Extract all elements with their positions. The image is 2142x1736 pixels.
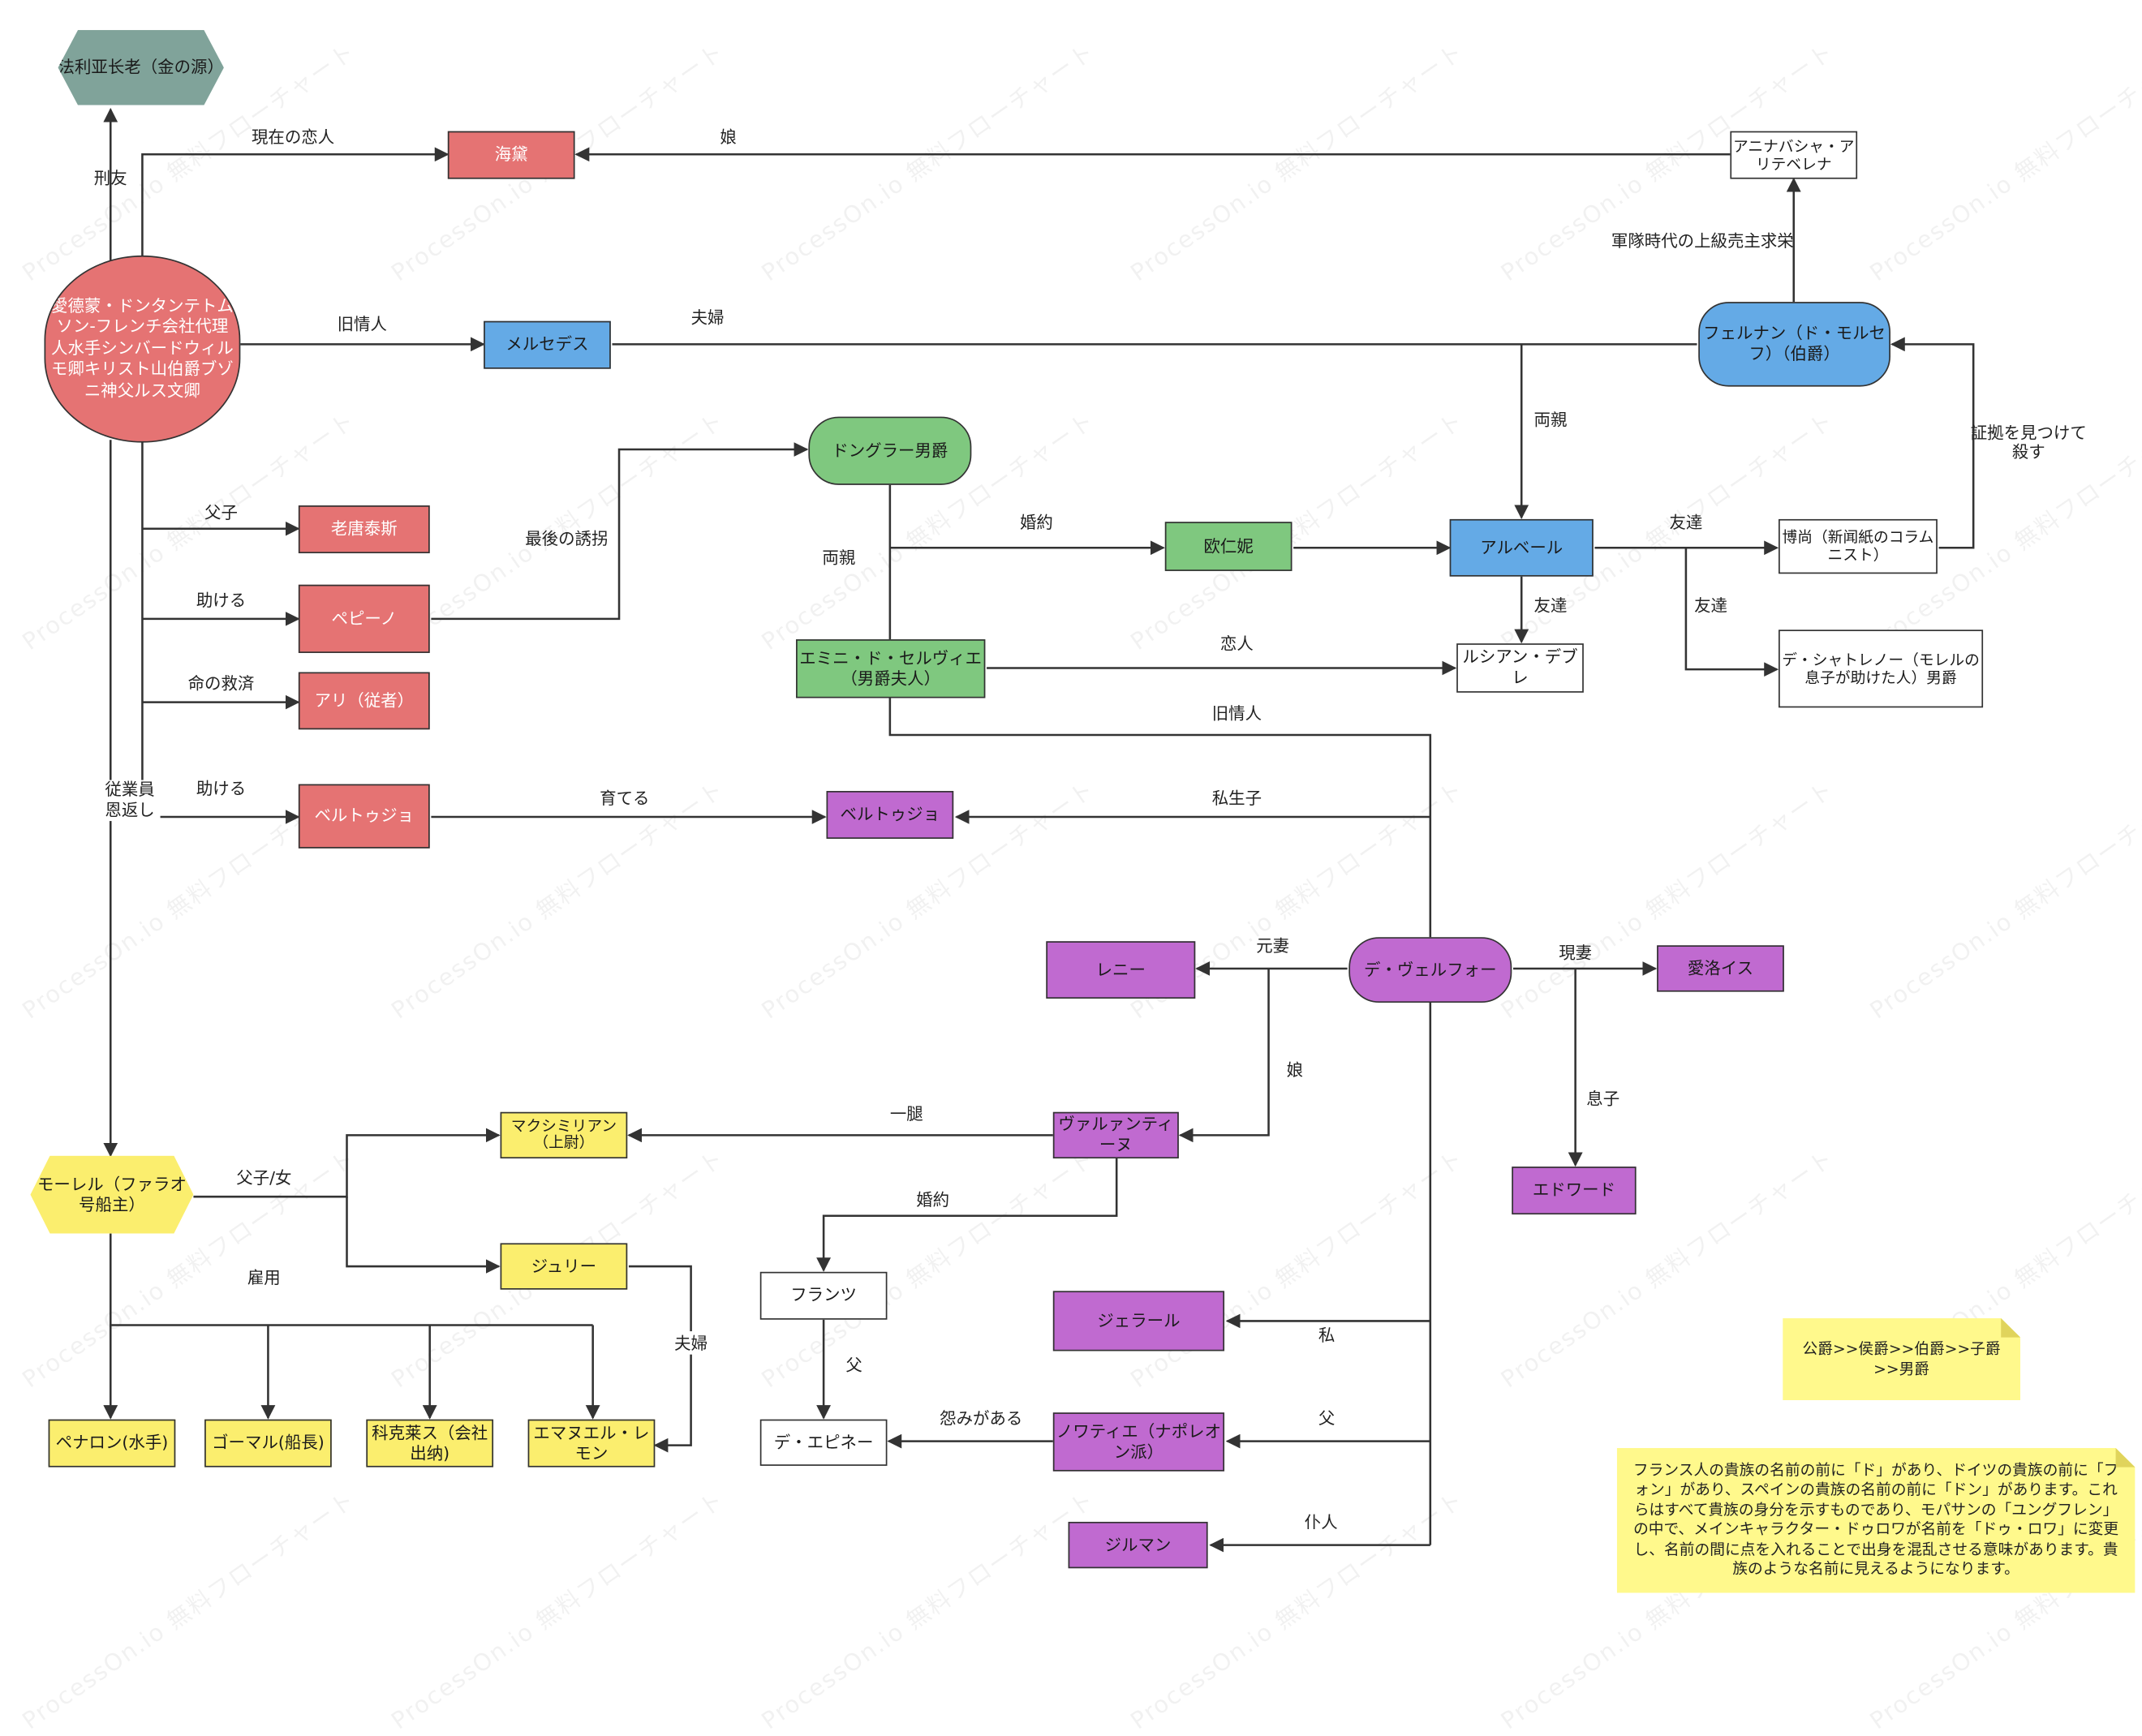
label-help-peppino: 助ける	[196, 591, 247, 610]
label-last-lure: 最後の誘拐	[525, 529, 609, 549]
node-ali[interactable]: アリ（従者）	[298, 672, 430, 730]
label-proof-kill: 証拠を見つけて殺す	[1970, 423, 2087, 462]
node-epinay[interactable]: デ・エピネー	[759, 1419, 888, 1466]
label-daughter-top: 娘	[720, 127, 737, 148]
label-current-wife: 現妻	[1559, 943, 1593, 963]
node-beauchamp[interactable]: 博尚（新闻紙のコラムニスト）	[1779, 518, 1938, 574]
label-illegitimate: 私生子	[1211, 789, 1262, 809]
label-devotion: 一腿	[889, 1104, 923, 1124]
node-mercedes[interactable]: メルセデス	[484, 320, 611, 369]
note-rank: 公爵>>侯爵>>伯爵>>子爵>>男爵	[1783, 1318, 2020, 1400]
label-help-bertuccio: 助ける	[196, 779, 247, 799]
node-edouard[interactable]: エドワード	[1512, 1167, 1637, 1215]
edge-morrel-employees	[109, 1233, 593, 1326]
node-danglars[interactable]: ドングラー男爵	[808, 416, 972, 485]
label-engaged-franz: 婚約	[916, 1190, 950, 1210]
connector-layer	[103, 107, 1975, 1553]
label-life-saving: 命の救済	[187, 674, 255, 694]
node-villefort[interactable]: デ・ヴェルフォー	[1348, 937, 1512, 1003]
label-daughter-valentine: 娘	[1286, 1060, 1304, 1081]
label-current-lover: 現在の恋人	[251, 127, 335, 148]
label-raise: 育てる	[600, 789, 650, 809]
node-gerard[interactable]: ジェラール	[1052, 1291, 1225, 1351]
label-engaged-eugenie: 婚約	[1019, 513, 1053, 532]
label-employee-return: 従業員恩返し	[99, 780, 161, 822]
label-couple-top: 夫婦	[690, 307, 725, 328]
node-cocles[interactable]: 科克莱ス（会社出纳)	[366, 1419, 494, 1467]
label-lover-lucien: 恋人	[1219, 634, 1254, 654]
node-anina[interactable]: アニナバシャ・アリテベレナ	[1730, 131, 1858, 179]
note-names-text: フランス人の貴族の名前の前に「ド」があり、ドイツの貴族の前に「フォン」があり、ス…	[1632, 1461, 2119, 1579]
note-rank-text: 公爵>>侯爵>>伯爵>>子爵>>男爵	[1802, 1340, 2001, 1379]
label-ex-wife: 元妻	[1256, 936, 1290, 956]
node-hermine[interactable]: エミニ・ド・セルヴィエ（男爵夫人）	[796, 639, 986, 698]
edge-dantes-haidee	[141, 147, 449, 267]
label-old-lover-mercedes: 旧情人	[337, 315, 387, 334]
node-renee[interactable]: レニー	[1046, 941, 1196, 999]
node-maximilien[interactable]: マクシミリアン（上尉）	[500, 1111, 628, 1159]
label-grudge: 怨みがある	[940, 1409, 1023, 1429]
node-albert[interactable]: アルベール	[1449, 518, 1594, 577]
node-julie[interactable]: ジュリー	[500, 1243, 628, 1290]
node-gaumard[interactable]: ゴーマル(船長)	[204, 1419, 332, 1467]
label-private: 私	[1318, 1326, 1336, 1345]
node-faria[interactable]: 法利亚长老（金の源）	[58, 30, 224, 105]
node-haidee[interactable]: 海黛	[447, 131, 575, 179]
label-son: 息子	[1586, 1089, 1620, 1109]
label-friend-chateau: 友達	[1694, 596, 1728, 616]
edge-morrel-maximilien	[193, 1128, 501, 1198]
node-heloise[interactable]: 愛洛イス	[1657, 945, 1784, 992]
node-bertuccio-purple[interactable]: ベルトゥジョ	[826, 791, 954, 839]
label-servant: 仆人	[1304, 1513, 1338, 1532]
edge-peppino-danglars	[431, 442, 809, 621]
node-chateau-renaud[interactable]: デ・シャトレノー（モレルの息子が助けた人）男爵	[1779, 630, 1984, 708]
label-father-daughter: 父子/女	[236, 1168, 292, 1188]
edge-beauchamp-fernand	[1890, 337, 1975, 549]
edge-julie-emmanuel	[628, 1265, 692, 1453]
node-lucien[interactable]: ルシアン・デブレ	[1456, 643, 1584, 693]
node-penelon[interactable]: ペナロン(水手)	[48, 1419, 176, 1467]
node-peppino[interactable]: ペピーノ	[298, 584, 430, 653]
label-old-lover-villefort: 旧情人	[1211, 704, 1262, 724]
label-father-son: 父子	[204, 503, 238, 523]
edge-hermine-villefort	[888, 698, 1432, 938]
node-morrel[interactable]: モーレル（ファラオ号船主）	[30, 1155, 194, 1234]
label-friend-beauchamp: 友達	[1669, 513, 1703, 532]
label-parents-danglars: 両親	[822, 548, 856, 568]
label-couple-julie: 夫婦	[674, 1331, 708, 1355]
edge-albert-chateau	[1684, 548, 1779, 677]
node-dantes[interactable]: 愛德蒙・ドンタンテトムソン-フレンチ会社代理人水手シンバードウィルモ卿キリスト山…	[44, 255, 241, 443]
node-old-dantes[interactable]: 老唐泰斯	[298, 505, 430, 554]
node-eugenie[interactable]: 欧仁妮	[1164, 522, 1293, 571]
label-employ: 雇用	[247, 1268, 281, 1288]
label-father-franz: 父	[845, 1356, 862, 1375]
label-parents-fernand: 両親	[1533, 410, 1568, 430]
label-xingyou: 刑友	[93, 168, 127, 188]
label-friend-lucien: 友達	[1533, 593, 1568, 617]
node-bertuccio-red[interactable]: ベルトゥジョ	[298, 784, 430, 849]
node-emmanuel[interactable]: エマヌエル・レモン	[527, 1419, 656, 1467]
note-names: フランス人の貴族の名前の前に「ド」があり、ドイツの貴族の前に「フォン」があり、ス…	[1617, 1448, 2136, 1593]
edge-morrel-julie	[346, 1197, 501, 1274]
node-germain[interactable]: ジルマン	[1068, 1521, 1208, 1569]
node-franz[interactable]: フランツ	[759, 1271, 888, 1320]
node-noirtier[interactable]: ノワティエ（ナポレオン派）	[1052, 1412, 1225, 1472]
label-army-seller: 軍隊時代の上級売主求栄	[1611, 231, 1794, 251]
node-valentine[interactable]: ヴァルァンティーヌ	[1052, 1111, 1179, 1159]
edge-valentine-franz	[816, 1158, 1118, 1272]
edge-villefort-valentine	[1178, 968, 1270, 1143]
label-father-noirtier: 父	[1318, 1409, 1336, 1429]
node-fernand[interactable]: フェルナン（ド・モルセフ）（伯爵）	[1698, 302, 1890, 387]
